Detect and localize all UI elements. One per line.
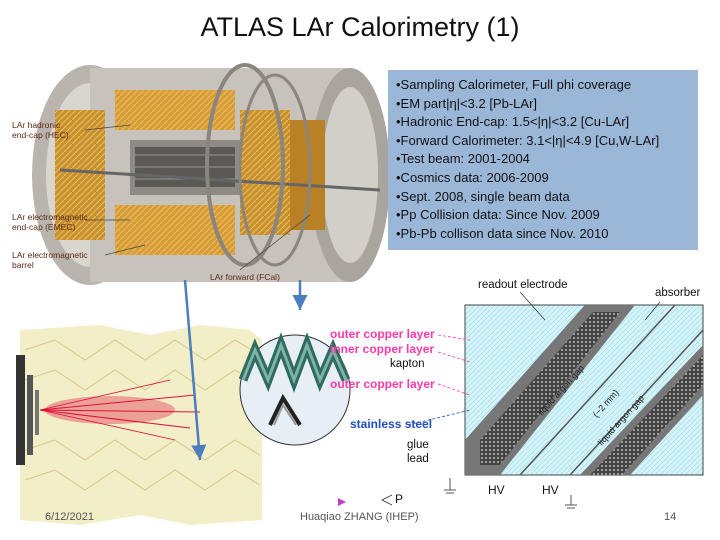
- hec-label-line: end-cap (HEC): [12, 130, 69, 140]
- bullet-item: •Test beam: 2001-2004: [396, 150, 690, 169]
- hec-label-line: LAr hadronic: [12, 120, 69, 130]
- bullet-item: •Hadronic End-cap: 1.5<|η|<3.2 [Cu-LAr]: [396, 113, 690, 132]
- footer-page-number: 14: [664, 511, 676, 523]
- bullet-item: •Cosmics data: 2006-2009: [396, 169, 690, 188]
- barrel-label-line: LAr electromagnetic: [12, 250, 88, 260]
- bullet-item: •Sampling Calorimeter, Full phi coverage: [396, 76, 690, 95]
- bullet-item: •Forward Calorimeter: 3.1<|η|<4.9 [Cu,W-…: [396, 132, 690, 151]
- emec-label: LAr electromagnetic end-cap (EMEC): [12, 212, 88, 232]
- outer-copper-layer-label-1: outer copper layer: [330, 328, 435, 341]
- bullet-item: •EM part|η|<3.2 [Pb-LAr]: [396, 95, 690, 114]
- readout-electrode-label: readout electrode: [478, 279, 568, 292]
- hv-label-2: HV: [542, 484, 559, 497]
- event-display-image: [16, 325, 262, 525]
- lar-gap-diagram: [338, 292, 703, 508]
- footer-author: Huaqiao ZHANG (IHEP): [300, 511, 419, 523]
- absorber-label: absorber: [655, 287, 700, 300]
- footer-date: 6/12/2021: [45, 511, 94, 523]
- stainless-steel-label: stainless steel: [350, 417, 432, 431]
- glue-label: glue: [407, 439, 429, 452]
- barrel-label-line: barrel: [12, 260, 88, 270]
- emec-label-line: end-cap (EMEC): [12, 222, 88, 232]
- bullet-item: •Pb-Pb collison data since Nov. 2010: [396, 225, 690, 244]
- p-label: P: [395, 493, 403, 506]
- inner-copper-layer-label: inner copper layer: [330, 343, 434, 356]
- hv-label-1: HV: [488, 484, 505, 497]
- kapton-label: kapton: [390, 358, 425, 371]
- barrel-label: LAr electromagnetic barrel: [12, 250, 88, 270]
- lead-label: lead: [407, 453, 429, 466]
- bullet-item: •Sept. 2008, single beam data: [396, 188, 690, 207]
- feature-list: •Sampling Calorimeter, Full phi coverage…: [388, 70, 698, 250]
- emec-label-line: LAr electromagnetic: [12, 212, 88, 222]
- bullet-item: •Pp Collision data: Since Nov. 2009: [396, 206, 690, 225]
- fcal-label: LAr forward (FCal): [210, 272, 280, 282]
- hec-label: LAr hadronic end-cap (HEC): [12, 120, 69, 140]
- outer-copper-layer-label-2: outer copper layer: [330, 378, 435, 391]
